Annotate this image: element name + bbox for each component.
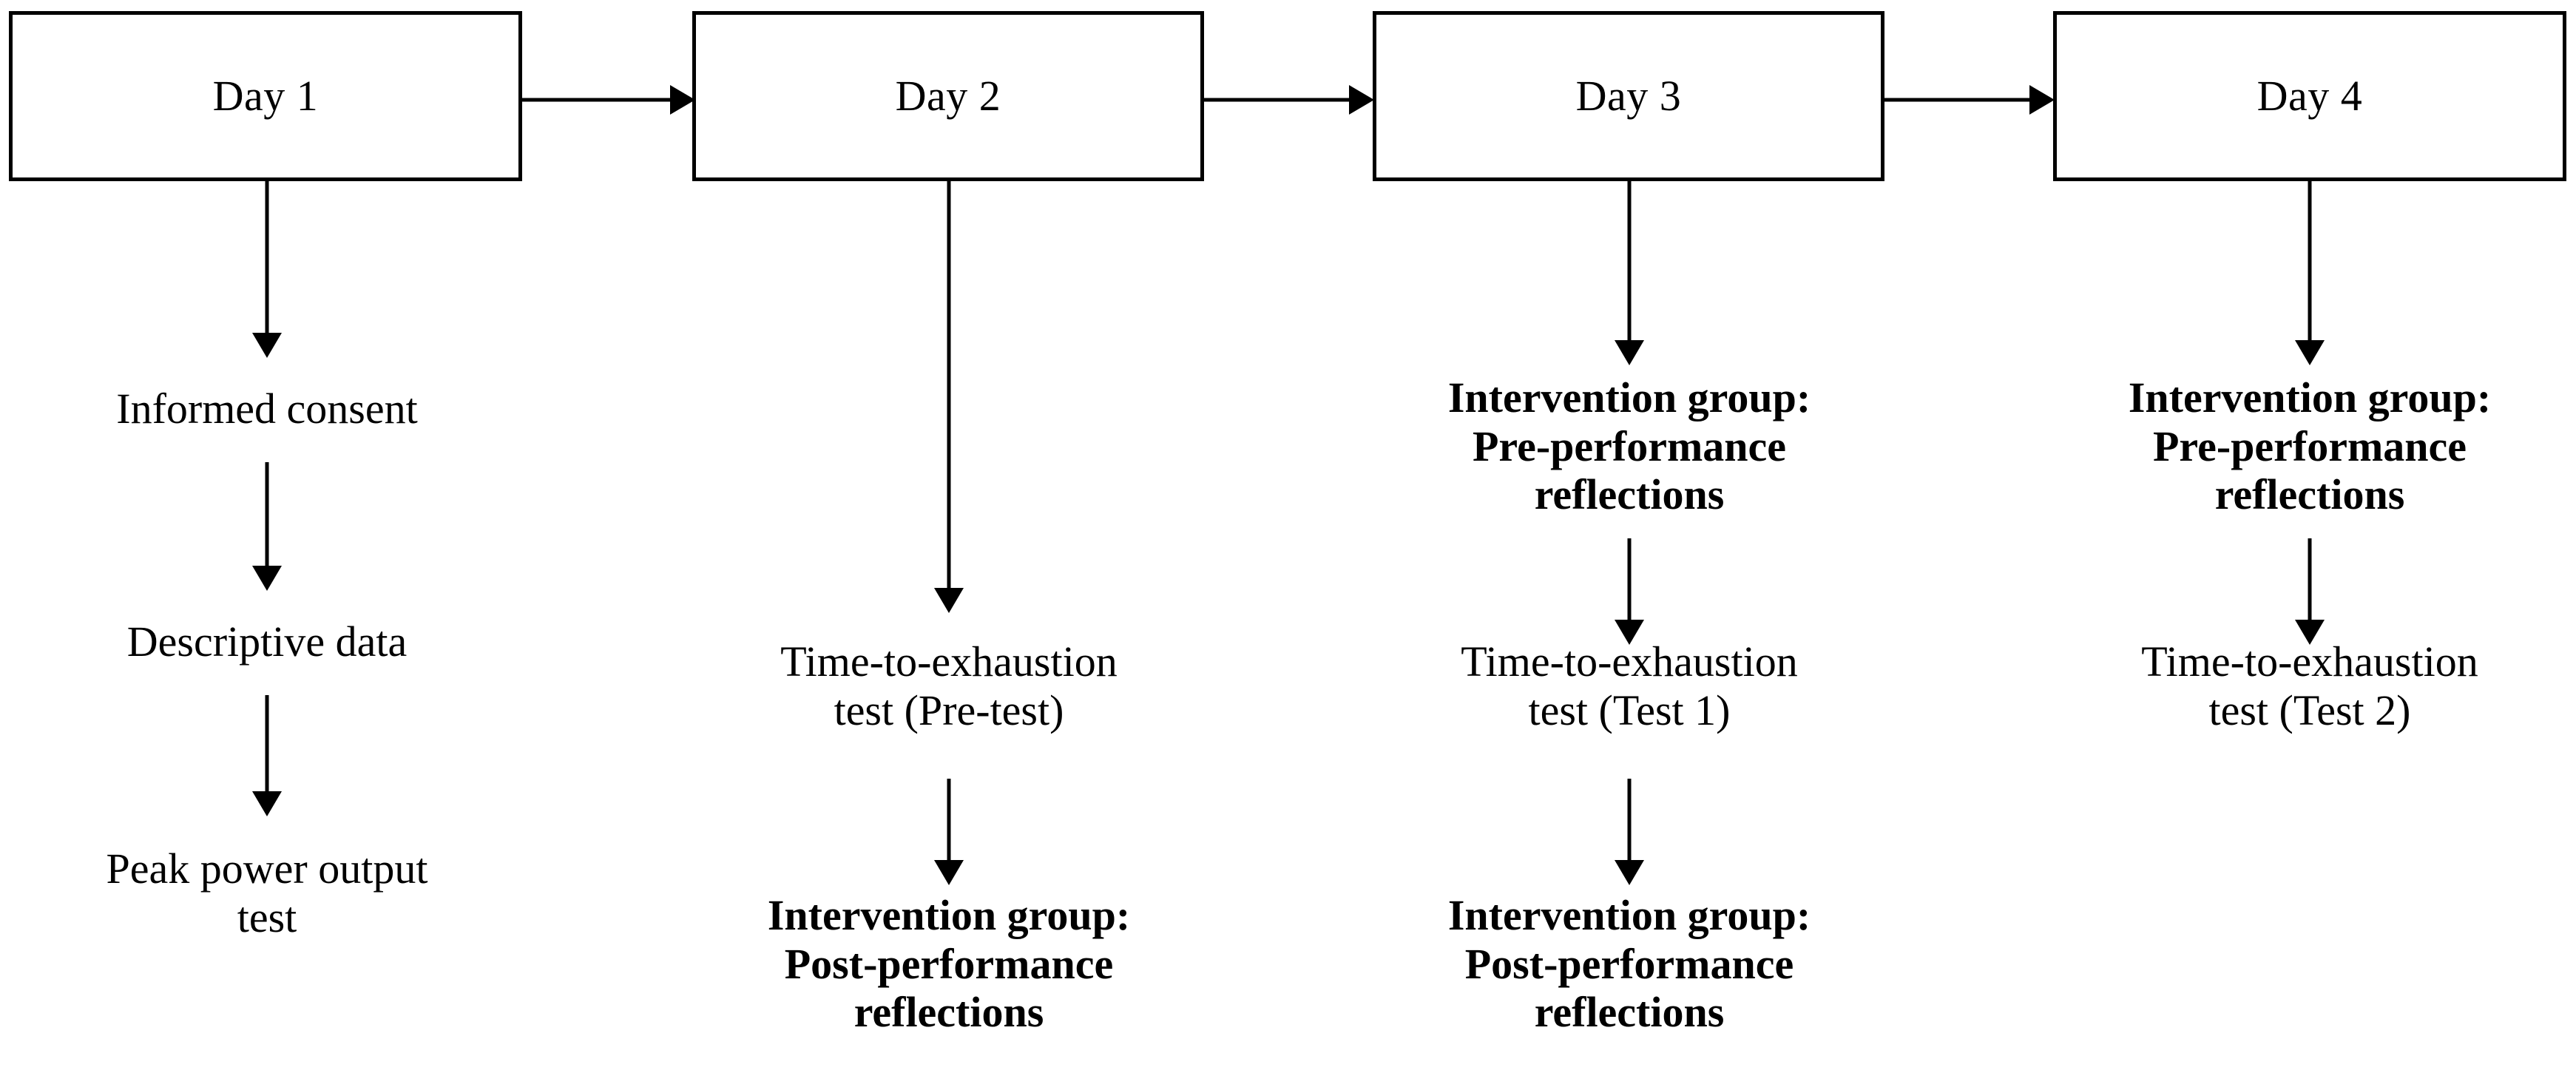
- arrow-head-icon: [252, 791, 282, 816]
- step-tte-pre-test: Time-to-exhaustion test (Pre-test): [780, 637, 1118, 734]
- day-box-label: Day 1: [212, 72, 319, 120]
- arrow-head-icon: [1615, 860, 1644, 885]
- step-tte-test-2: Time-to-exhaustion test (Test 2): [2141, 637, 2478, 734]
- step-tte-test-1: Time-to-exhaustion test (Test 1): [1461, 637, 1798, 734]
- arrow-head-icon: [2295, 620, 2325, 645]
- day-box-day-2[interactable]: Day 2: [692, 11, 1204, 181]
- day-box-label: Day 4: [2256, 72, 2363, 120]
- arrow-head-icon: [252, 566, 282, 591]
- arrow-head-icon: [2295, 340, 2325, 365]
- arrow-head-icon: [252, 333, 282, 358]
- connector-descriptive-data-to-peak-power: [252, 695, 282, 816]
- arrow-head-icon: [1349, 85, 1374, 115]
- connector-day3-to-pre-reflections: [1615, 181, 1644, 365]
- step-post-performance-reflections: Intervention group: Post-performance ref…: [1447, 891, 1811, 1037]
- day-box-day-1[interactable]: Day 1: [9, 11, 522, 181]
- connector-day1-to-day2: [522, 85, 695, 115]
- step-informed-consent: Informed consent: [116, 385, 418, 433]
- step-descriptive-data: Descriptive data: [126, 617, 408, 666]
- step-post-performance-reflections: Intervention group: Post-performance ref…: [767, 891, 1131, 1037]
- step-peak-power-output-test: Peak power output test: [106, 844, 428, 941]
- day-box-label: Day 3: [1575, 72, 1682, 120]
- arrow-head-icon: [2029, 85, 2055, 115]
- connector-tte-pre-test-to-post-reflections: [934, 779, 964, 885]
- connector-day1-to-informed-consent: [252, 181, 282, 358]
- connector-day2-to-day3: [1204, 85, 1374, 115]
- day-box-day-4[interactable]: Day 4: [2053, 11, 2566, 181]
- arrow-head-icon: [934, 860, 964, 885]
- arrow-head-icon: [1615, 620, 1644, 645]
- connector-day3-to-day4: [1884, 85, 2055, 115]
- connector-informed-consent-to-descriptive-data: [252, 462, 282, 591]
- step-pre-performance-reflections: Intervention group: Pre-performance refl…: [1447, 373, 1811, 519]
- step-pre-performance-reflections: Intervention group: Pre-performance refl…: [2128, 373, 2492, 519]
- arrow-head-icon: [934, 588, 964, 613]
- connector-pre-reflections-to-tte-test-1: [1615, 538, 1644, 645]
- connector-tte-test-1-to-post-reflections: [1615, 779, 1644, 885]
- arrow-head-icon: [1615, 340, 1644, 365]
- connector-day4-to-pre-reflections: [2295, 181, 2325, 365]
- arrow-head-icon: [670, 85, 695, 115]
- connector-day2-to-tte-pre-test: [934, 181, 964, 613]
- day-box-day-3[interactable]: Day 3: [1373, 11, 1884, 181]
- connector-pre-reflections-to-tte-test-2: [2295, 538, 2325, 645]
- day-box-label: Day 2: [895, 72, 1001, 120]
